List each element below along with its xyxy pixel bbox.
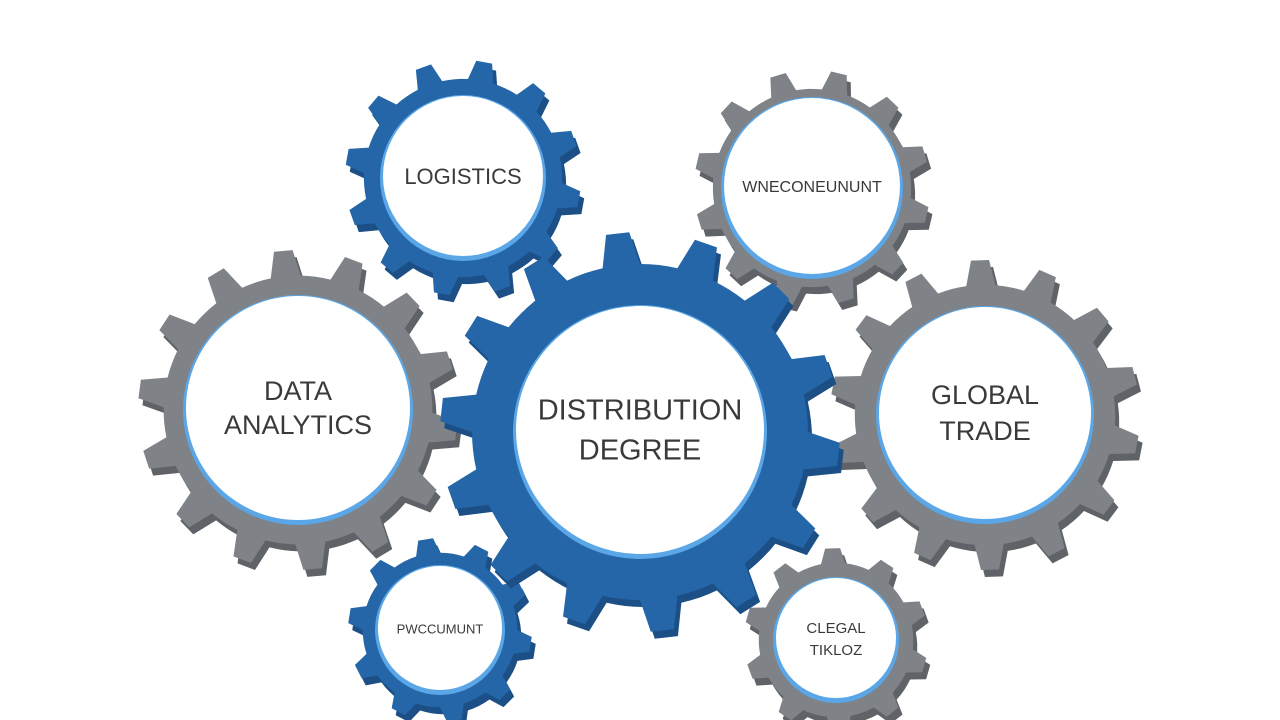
gear-label-distribution-degree-0: DISTRIBUTION xyxy=(538,395,743,427)
gear-label-logistics-0: LOGISTICS xyxy=(404,164,521,189)
gear-face xyxy=(776,578,896,698)
gear-label-data-analytics-0: DATA xyxy=(264,376,332,406)
gear-label-data-analytics-1: ANALYTICS xyxy=(224,410,372,440)
gear-face xyxy=(378,566,502,690)
gear-label-bottom-right-0: CLEGAL xyxy=(806,620,865,637)
gear-face xyxy=(516,306,764,554)
gear-label-bottom-left-0: PWCCUMUNT xyxy=(397,621,484,636)
gear-label-top-right-0: WNECONEUNUNT xyxy=(742,179,882,196)
gear-distribution-degree: DISTRIBUTION DEGREE xyxy=(440,232,844,639)
gear-face xyxy=(186,296,410,520)
gear-face xyxy=(879,307,1091,519)
gear-bottom-right: CLEGAL TIKLOZ xyxy=(745,548,931,720)
gear-top-right: WNECONEUNUNT xyxy=(695,71,933,312)
gear-face xyxy=(383,96,543,256)
gear-label-bottom-right-1: TIKLOZ xyxy=(810,642,863,659)
gear-face xyxy=(724,98,900,274)
gear-global-trade: GLOBAL TRADE xyxy=(831,260,1143,577)
gear-label-global-trade-1: TRADE xyxy=(939,416,1031,446)
gear-data-analytics: DATA ANALYTICS xyxy=(138,250,462,577)
gear-label-global-trade-0: GLOBAL xyxy=(931,380,1039,410)
gear-logistics: LOGISTICS xyxy=(345,60,585,303)
gear-bottom-left: PWCCUMUNT xyxy=(348,538,536,720)
gear-label-distribution-degree-1: DEGREE xyxy=(579,435,701,467)
